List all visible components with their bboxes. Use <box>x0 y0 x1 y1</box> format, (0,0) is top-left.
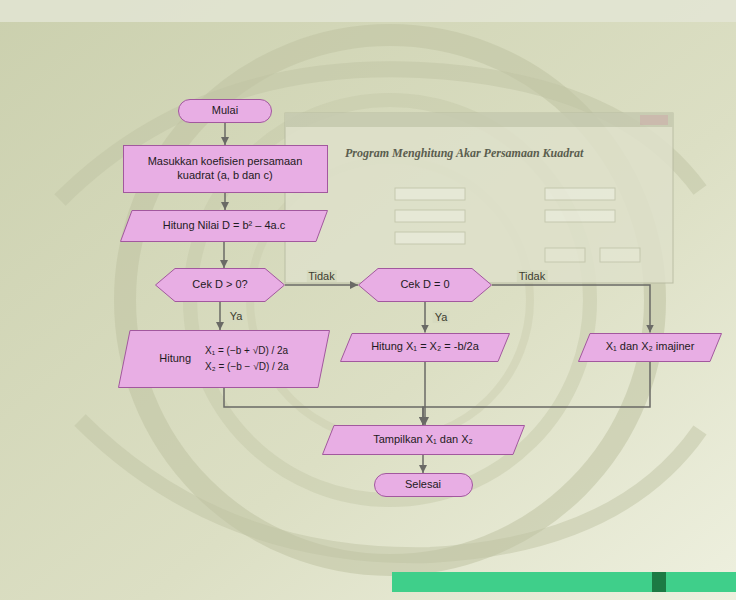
output-parallelogram: X₁ dan X₂ imajiner <box>578 333 722 362</box>
flow-arrow <box>223 242 225 268</box>
flow-arrow <box>224 388 423 425</box>
output-field <box>545 210 615 222</box>
formula-text: X₁ = (−b + √D) / 2a <box>205 345 288 358</box>
node-text: Hitung Nilai D = b² – 4a.c <box>163 219 286 233</box>
decision-diamond: Cek D = 0 <box>358 268 492 302</box>
terminator: Mulai <box>178 99 272 123</box>
edge-label: Ya <box>228 310 245 322</box>
window-button <box>600 248 640 262</box>
flow-arrow <box>423 362 650 426</box>
window-frame <box>285 113 673 283</box>
edge-label: Ya <box>433 311 450 323</box>
decision-diamond: Cek D > 0? <box>155 268 285 302</box>
node-content: Cek D = 0 <box>358 268 492 302</box>
output-field <box>545 188 615 200</box>
input-field <box>395 232 465 244</box>
node-text: Hitung X₁ = X₂ = -b/2a <box>371 340 479 354</box>
flow-arrow <box>285 284 358 286</box>
window-close <box>640 115 668 125</box>
window-titlebar <box>285 113 673 127</box>
node-shape <box>179 100 272 123</box>
node-shape <box>119 331 330 388</box>
node-content: Tampilkan X₁ dan X₂ <box>322 425 525 455</box>
flow-arrow <box>492 285 650 333</box>
node-content: Masukkan koefisien persamaan kuadrat (a,… <box>123 145 328 193</box>
node-shape <box>322 426 524 455</box>
flow-arrow <box>224 123 226 145</box>
flow-arrow <box>224 193 226 210</box>
node-text: Cek D = 0 <box>400 278 449 292</box>
node-text: Masukkan koefisien persamaan kuadrat (a,… <box>135 155 315 183</box>
node-outline <box>118 330 330 388</box>
node-shape <box>123 146 327 193</box>
flow-arrow <box>424 302 426 333</box>
edge-label: Tidak <box>517 270 548 282</box>
node-content: Selesai <box>374 473 473 497</box>
node-content: Cek D > 0? <box>155 268 285 302</box>
node-content: Mulai <box>178 99 272 123</box>
node-text: X₁ dan X₂ imajiner <box>606 340 695 354</box>
edge-label: Tidak <box>306 270 337 282</box>
process-parallelogram: Hitung X₁ = X₂ = -b/2a <box>340 333 510 362</box>
node-shape <box>359 269 492 302</box>
node-shape <box>579 333 722 361</box>
progress-marker <box>652 572 666 592</box>
node-content: X₁ dan X₂ imajiner <box>578 333 722 362</box>
output-parallelogram: Tampilkan X₁ dan X₂ <box>322 425 525 455</box>
node-text: Selesai <box>405 478 441 492</box>
node-text: Tampilkan X₁ dan X₂ <box>373 433 473 447</box>
flow-arrow <box>422 455 424 473</box>
input-field <box>395 188 465 200</box>
node-shape <box>121 211 328 242</box>
arc-decoration <box>80 420 700 555</box>
node-content: Hitung X₁ = (−b + √D) / 2a X₂ = (−b − √D) … <box>118 330 330 388</box>
node-text: Mulai <box>212 104 238 118</box>
node-content: Hitung Nilai D = b² – 4a.c <box>120 210 328 242</box>
formula-column: X₁ = (−b + √D) / 2a X₂ = (−b − √D) / 2a <box>205 343 289 376</box>
input-field <box>395 210 465 222</box>
formula-text: X₂ = (−b − √D) / 2a <box>205 361 289 374</box>
progress-bar <box>392 572 736 592</box>
input-box: Masukkan koefisien persamaan kuadrat (a,… <box>123 145 328 193</box>
window-title: Program Menghitung Akar Persamaan Kuadra… <box>345 146 583 161</box>
node-text: Cek D > 0? <box>192 278 247 292</box>
process-parallelogram: Hitung Nilai D = b² – 4a.c <box>120 210 328 242</box>
node-shape <box>374 474 472 497</box>
flow-arrow <box>424 362 426 426</box>
node-text: Hitung <box>159 352 191 366</box>
terminator: Selesai <box>374 473 473 497</box>
process-parallelogram: Hitung X₁ = (−b + √D) / 2a X₂ = (−b − √D) … <box>118 330 330 388</box>
window-button <box>545 248 585 262</box>
node-content: Hitung X₁ = X₂ = -b/2a <box>340 333 510 362</box>
program-window <box>285 113 673 283</box>
flow-arrow <box>219 302 221 330</box>
node-shape <box>341 333 510 361</box>
node-shape <box>156 269 285 302</box>
top-strip <box>0 0 736 22</box>
